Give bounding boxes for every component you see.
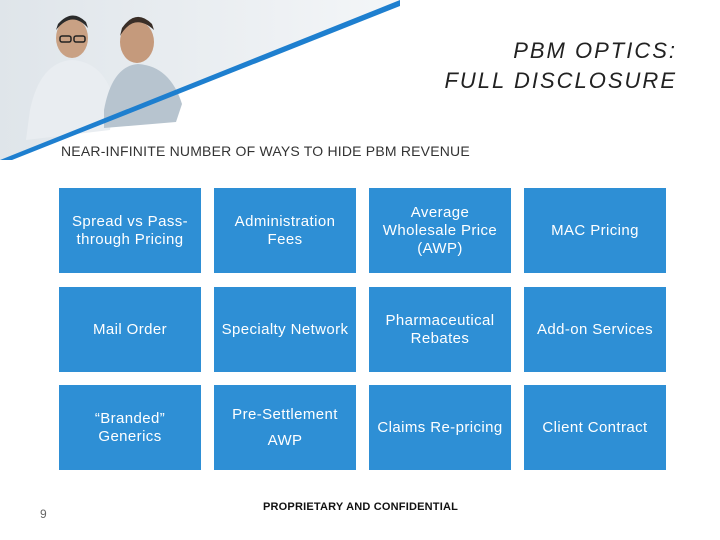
header-photo (0, 0, 400, 160)
tile-label: Pharmaceutical Rebates (385, 311, 495, 347)
tile-label: Average Wholesale Price (AWP) (382, 203, 498, 257)
people-photo-illustration (0, 0, 400, 160)
tile-pharmaceutical-rebates: Pharmaceutical Rebates (369, 287, 511, 372)
title-line-1: PBM OPTICS: (513, 38, 677, 63)
tile-administration-fees: Administration Fees (214, 188, 356, 273)
tile-label: Specialty Network (221, 320, 349, 338)
tile-label: Client Contract (542, 418, 648, 436)
tile-label: “Branded” Generics (94, 409, 166, 445)
slide-subtitle: NEAR-INFINITE NUMBER OF WAYS TO HIDE PBM… (61, 143, 470, 159)
header-band: PBM OPTICS: FULL DISCLOSURE (0, 0, 720, 160)
tile-label-line-1: Pre-Settlement (232, 405, 338, 423)
tile-label: MAC Pricing (551, 221, 639, 239)
tile-label: Administration Fees (234, 212, 336, 248)
tile-add-on-services: Add-on Services (524, 287, 666, 372)
tile-claims-repricing: Claims Re-pricing (369, 385, 511, 470)
slide-title: PBM OPTICS: FULL DISCLOSURE (444, 36, 677, 96)
tile-label: Add-on Services (536, 320, 654, 338)
tile-specialty-network: Specialty Network (214, 287, 356, 372)
tile-mac-pricing: MAC Pricing (524, 188, 666, 273)
tile-average-wholesale-price: Average Wholesale Price (AWP) (369, 188, 511, 273)
tile-spread-pricing: Spread vs Pass-through Pricing (59, 188, 201, 273)
tile-pre-settlement-awp: Pre-Settlement AWP (214, 385, 356, 470)
confidentiality-footer: PROPRIETARY AND CONFIDENTIAL (263, 501, 459, 513)
tile-label: Mail Order (92, 320, 167, 338)
tile-client-contract: Client Contract (524, 385, 666, 470)
title-line-2: FULL DISCLOSURE (444, 68, 677, 93)
tile-branded-generics: “Branded” Generics (59, 385, 201, 470)
tile-label: Claims Re-pricing (377, 418, 503, 436)
page-number: 9 (40, 507, 47, 521)
tile-label-line-2: AWP (267, 431, 303, 449)
tile-label: Spread vs Pass-through Pricing (71, 212, 189, 248)
tile-mail-order: Mail Order (59, 287, 201, 372)
